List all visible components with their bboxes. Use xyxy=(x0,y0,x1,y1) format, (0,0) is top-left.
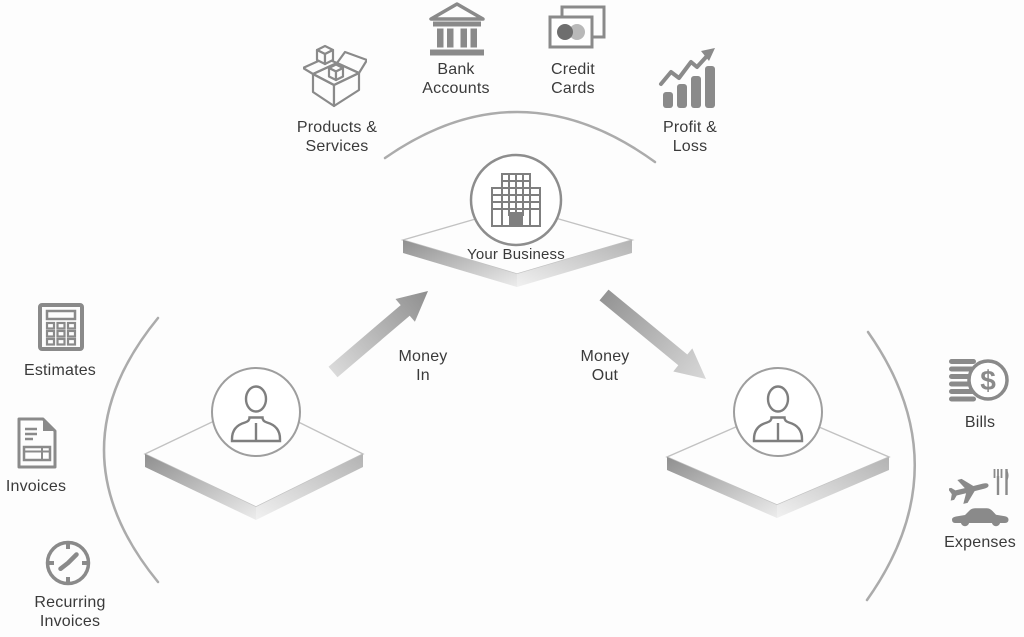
label-line: Invoices xyxy=(39,613,101,630)
person-icon xyxy=(752,385,804,443)
profit-loss-label: Profit & Loss xyxy=(620,118,760,156)
expenses-icon xyxy=(947,467,1011,527)
bank-icon xyxy=(424,2,490,56)
label-line: Out xyxy=(591,367,619,384)
utensils-icon xyxy=(993,469,1009,495)
expenses-label: Expenses xyxy=(910,533,1024,552)
label-line: Loss xyxy=(672,138,708,155)
label-line: Your Business xyxy=(467,246,565,263)
label-line: Services xyxy=(305,138,369,155)
label-line: Bank xyxy=(437,61,475,78)
label-line: Money xyxy=(398,348,448,365)
invoices-label: Invoices xyxy=(0,477,106,496)
customer-node xyxy=(211,367,301,457)
estimates-label: Estimates xyxy=(0,361,130,380)
credit-cards-label: Credit Cards xyxy=(503,60,643,98)
label-line: Estimates xyxy=(23,362,97,379)
label-line: Products & xyxy=(296,119,378,136)
label-line: Invoices xyxy=(5,478,67,495)
left-arc xyxy=(102,316,160,584)
office-building-icon xyxy=(491,173,541,227)
your-business-label: Your Business xyxy=(446,245,586,264)
label-line: Accounts xyxy=(422,80,490,97)
top-arc xyxy=(383,110,657,164)
coins-dollar-icon: $ xyxy=(947,357,1009,407)
label-line: Profit & xyxy=(662,119,718,136)
right-arc xyxy=(865,330,916,602)
label-line: In xyxy=(416,367,430,384)
airplane-icon xyxy=(947,478,989,504)
small-cube-icon xyxy=(327,63,345,82)
money-in-label: Money In xyxy=(353,347,493,385)
clock-icon xyxy=(44,539,92,587)
label-line: Bills xyxy=(964,414,996,431)
growth-bar-chart-icon xyxy=(657,46,721,108)
label-line: Recurring xyxy=(34,594,106,611)
label-line: Money xyxy=(580,348,630,365)
vendor-node xyxy=(733,367,823,457)
credit-cards-icon xyxy=(546,5,608,53)
dollar-glyph: $ xyxy=(980,365,996,396)
recurring-invoices-label: Recurring Invoices xyxy=(0,593,140,631)
small-cube-icon xyxy=(315,44,335,66)
label-line: Credit xyxy=(551,61,595,78)
money-out-arrow xyxy=(599,289,706,379)
products-services-label: Products & Services xyxy=(267,118,407,156)
person-icon xyxy=(230,385,282,443)
money-in-arrow xyxy=(328,291,428,378)
car-icon xyxy=(952,508,1009,527)
open-box-icon xyxy=(301,42,369,108)
bank-accounts-label: Bank Accounts xyxy=(386,60,526,98)
label-line: Expenses xyxy=(944,534,1016,551)
business-node xyxy=(469,153,563,247)
money-out-label: Money Out xyxy=(535,347,675,385)
label-line: Cards xyxy=(551,80,595,97)
calculator-icon xyxy=(37,302,85,352)
bills-label: Bills xyxy=(910,413,1024,432)
invoice-document-icon xyxy=(15,417,59,469)
